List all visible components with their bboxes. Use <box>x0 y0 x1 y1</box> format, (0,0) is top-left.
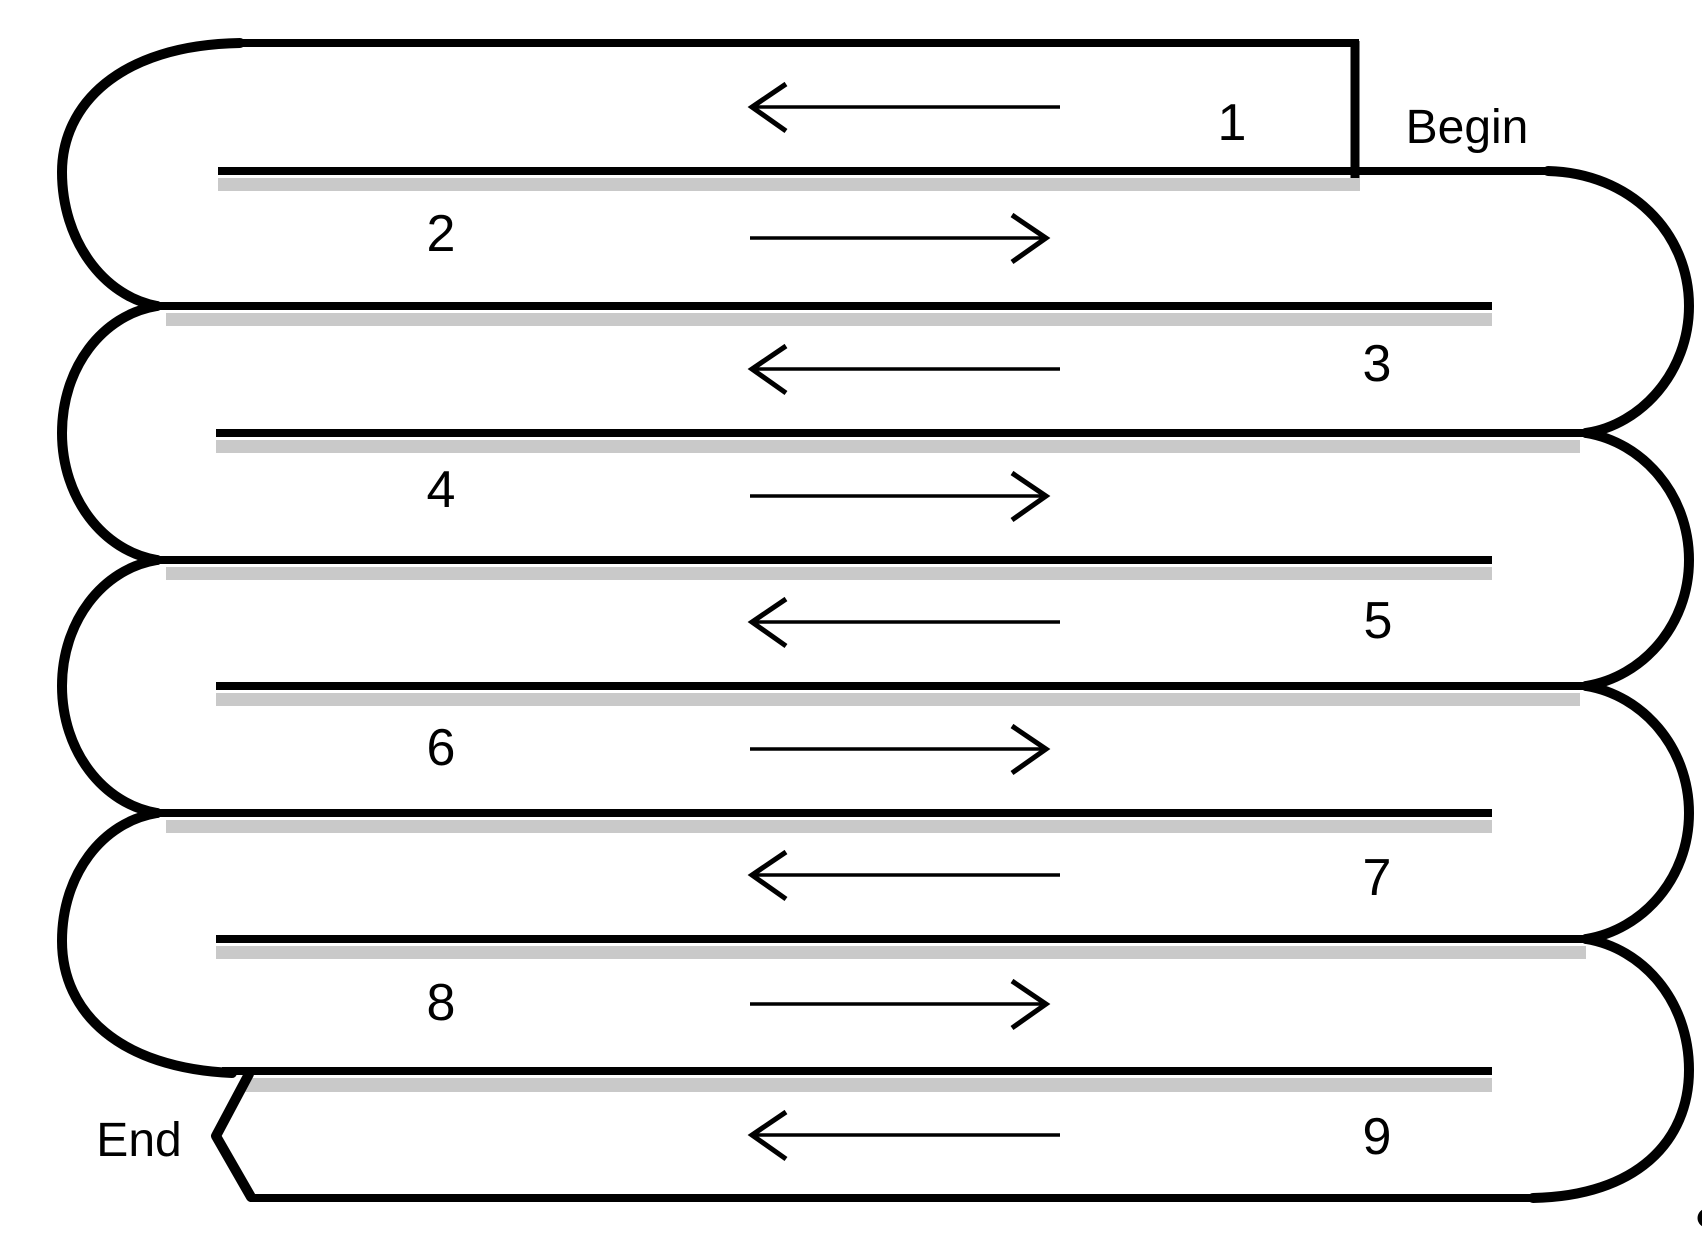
end-notch <box>211 1069 256 1202</box>
row-9-arrow-left <box>747 1109 1060 1162</box>
arrow-left-icon <box>747 849 788 902</box>
fold-shadow-7 <box>216 946 1586 959</box>
arrow-left-icon <box>747 596 788 649</box>
row-5-arrow-left <box>747 596 1060 649</box>
row-1-arrow-left <box>747 81 1060 134</box>
row-number-4: 4 <box>427 461 456 519</box>
begin-label: Begin <box>1406 101 1529 154</box>
row-number-3: 3 <box>1363 335 1392 393</box>
left-fold-5-6 <box>56 555 162 818</box>
arrow-right-icon <box>1010 212 1051 265</box>
fold-shadow-3 <box>216 440 1580 453</box>
row-7-arrow-left <box>747 849 1060 902</box>
rows-layer: 1 2 3 4 5 6 7 8 9 <box>427 81 1393 1166</box>
row-6-arrow-right <box>750 723 1051 776</box>
fold-shadow-1 <box>218 178 1360 191</box>
row-number-8: 8 <box>427 974 456 1032</box>
right-fold-2-3 <box>1543 166 1695 438</box>
fold-shadow-2 <box>166 313 1492 326</box>
arrow-left-icon <box>747 1109 788 1162</box>
fold-shadow-5 <box>216 693 1580 706</box>
arrow-right-icon <box>1010 978 1051 1031</box>
row-2-arrow-right <box>750 212 1051 265</box>
fold-shadow-4 <box>166 567 1492 580</box>
row-4-arrow-right <box>750 470 1051 523</box>
row-number-5: 5 <box>1364 592 1393 650</box>
right-fold-4-5 <box>1581 428 1695 691</box>
row-8-arrow-right <box>750 978 1051 1031</box>
row-number-9: 9 <box>1363 1108 1392 1166</box>
right-fold-6-7 <box>1581 681 1695 944</box>
left-fold-3-4 <box>56 301 162 565</box>
row-number-6: 6 <box>427 719 456 777</box>
ribbon-outline <box>56 38 1695 1203</box>
row-3-arrow-left <box>747 343 1060 396</box>
arrow-right-icon <box>1010 723 1051 776</box>
left-fold-1-2 <box>56 38 245 311</box>
fold-shadows <box>166 178 1586 1092</box>
row-number-1: 1 <box>1218 94 1247 152</box>
truncated-glyph-fragment <box>1697 1209 1702 1227</box>
fold-shadow-6 <box>166 820 1492 833</box>
left-fold-7-8 <box>56 808 237 1078</box>
end-label: End <box>96 1114 181 1167</box>
arrow-left-icon <box>747 343 788 396</box>
right-fold-8-9 <box>1528 934 1695 1203</box>
row-number-7: 7 <box>1363 849 1392 907</box>
arrow-right-icon <box>1010 470 1051 523</box>
arrow-left-icon <box>747 81 788 134</box>
row-number-2: 2 <box>427 205 456 263</box>
fold-shadow-8 <box>245 1078 1492 1092</box>
